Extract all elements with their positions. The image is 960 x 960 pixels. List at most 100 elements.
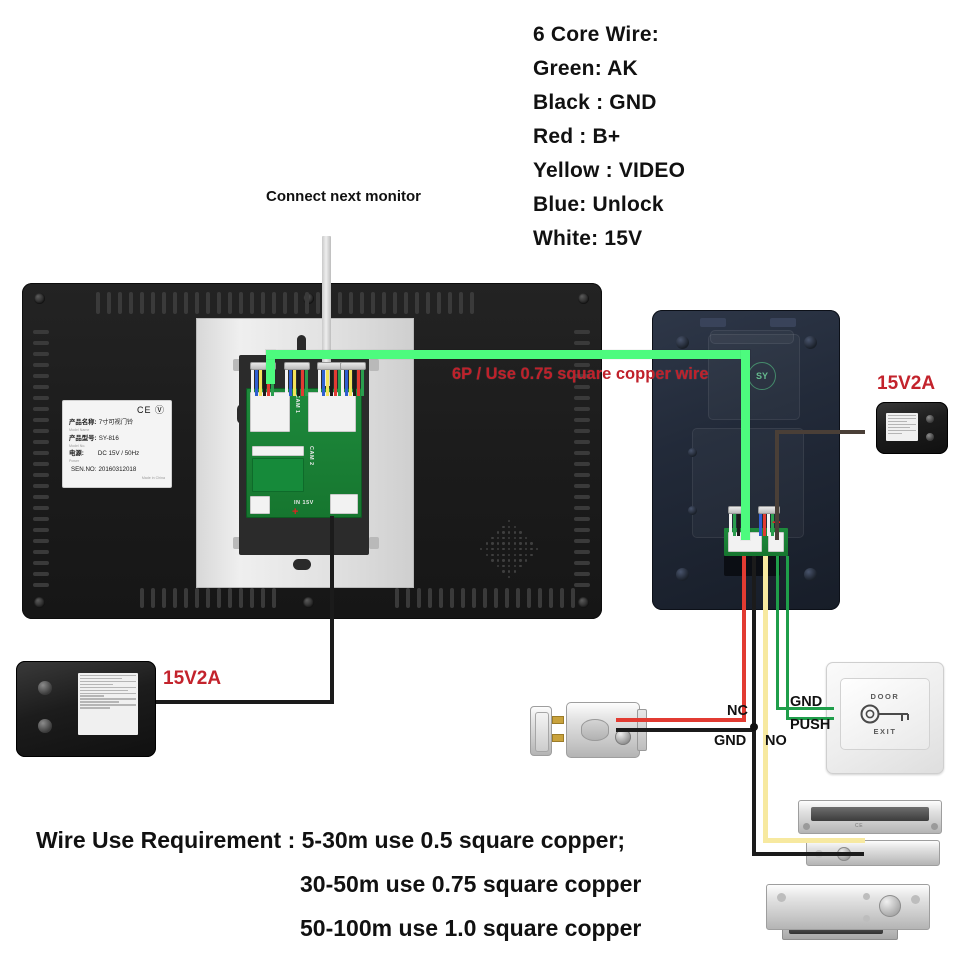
cam2-header[interactable] <box>252 446 304 456</box>
bracket-corner-tl <box>233 359 243 371</box>
monitor-screw-tl <box>34 293 45 304</box>
rim-lock-lead-red <box>640 718 652 722</box>
power-adapter-right <box>876 402 948 454</box>
legend-line-yellow: Yellow : VIDEO <box>533 159 686 182</box>
bracket-slot-bottom <box>293 559 311 570</box>
adapter-right-rating: 15V2A <box>877 373 936 394</box>
monitor-vents-left <box>33 330 51 587</box>
label-power-value: DC 15V / 50Hz <box>97 450 140 458</box>
label-model-value: SY-816 <box>98 434 119 442</box>
label-power-key: 电源: <box>69 450 84 458</box>
strike-lock-solenoid <box>879 895 901 917</box>
lock-wire-red-vertical <box>742 556 746 722</box>
bracket-corner-bl <box>233 537 243 549</box>
station-bundle-strands-2 <box>759 514 774 536</box>
dc-jack[interactable] <box>330 494 358 514</box>
monitor-vents-bottom-left <box>140 588 290 608</box>
exit-wire-green-1-horizontal <box>776 707 834 710</box>
monitor-screw-bc <box>303 597 314 608</box>
power-terminal-block[interactable] <box>250 496 270 514</box>
legend-line-blue: Blue: Unlock <box>533 193 664 216</box>
wire-junction-node <box>750 723 758 731</box>
legend-line-red: Red : B+ <box>533 125 621 148</box>
maglock-screw-right <box>931 823 938 830</box>
station-tab-left <box>700 318 726 327</box>
rim-lock-bolt <box>552 716 564 724</box>
requirement-line-3: 50-100m use 1.0 square copper <box>300 915 642 941</box>
lock-wire-yellow-vertical <box>763 556 768 842</box>
strike-lock-hole-4 <box>911 895 920 904</box>
label-row-name: 产品名称:7寸可视门铃 <box>69 419 165 427</box>
cam2-silkscreen: CAM 2 <box>308 446 314 466</box>
legend-line-green: Green: AK <box>533 57 638 80</box>
exit-button-bottom-label: EXIT <box>873 727 897 736</box>
strike-plate-inner <box>535 712 549 752</box>
rim-lock-strike-plate <box>530 706 552 756</box>
rim-lock-cylinder <box>615 729 631 745</box>
legend-line-white: White: 15V <box>533 227 643 250</box>
monitor-speaker-grille <box>480 520 544 582</box>
terminal-label-nc: NC <box>727 703 748 719</box>
bracket-corner-br <box>369 537 379 549</box>
bundle-strands-4 <box>341 370 364 396</box>
station-screw-bl <box>676 568 689 581</box>
maglock-branding: CE <box>855 823 864 829</box>
station-upper-compartment <box>708 334 800 420</box>
exit-button-top-label: DOOR <box>870 692 900 701</box>
door-exit-button[interactable]: DOOR EXIT <box>826 662 944 774</box>
station-screw-tl <box>676 336 689 349</box>
strike-lock-hole-1 <box>777 893 786 902</box>
cable-spec-note: 6P / Use 0.75 square copper wire <box>452 365 709 383</box>
magnetic-lock-body: CE <box>798 800 942 834</box>
bundle-cap-2 <box>284 362 310 370</box>
wire-use-requirements: Wire Use Requirement : 5-30m use 0.5 squ… <box>36 818 641 950</box>
monitor-screw-bl <box>34 597 45 608</box>
requirement-line-2: 30-50m use 0.75 square copper <box>300 871 642 897</box>
label-made-in: Made in China <box>141 476 165 481</box>
legend-title: 6 Core Wire: <box>533 23 659 46</box>
cable-6p-horizontal-run <box>266 350 750 359</box>
label-row-model: 产品型号:SY-816 <box>69 435 165 443</box>
station-screw-tr <box>804 336 817 349</box>
rim-lock-bolt-2 <box>552 734 564 742</box>
monitor-power-lead-vertical <box>330 516 334 704</box>
label-row-sen: SEN.NO:20160312018 <box>69 466 165 474</box>
station-brand-logo: SY <box>748 362 776 390</box>
bundle-cap-4 <box>340 362 366 370</box>
polarity-plus-icon: + <box>292 506 299 518</box>
cam2-region <box>252 458 304 492</box>
label-name-value: 7寸可视门铃 <box>98 419 134 427</box>
label-model-key: 产品型号: <box>69 434 97 442</box>
station-boss-2 <box>688 506 697 515</box>
adapter-left-label <box>78 673 138 735</box>
lock-wire-red-horizontal <box>616 718 746 722</box>
adapter-left-rating: 15V2A <box>163 668 222 689</box>
adapter-right-pin-bottom <box>926 433 934 441</box>
adapter-right-pin-top <box>926 415 934 423</box>
requirement-line-1: Wire Use Requirement : 5-30m use 0.5 squ… <box>36 827 626 853</box>
cam1-connector-left[interactable] <box>250 392 290 432</box>
exit-wire-green-2-vertical <box>786 556 789 720</box>
cam1-silkscreen: CAM 1 <box>294 394 300 414</box>
monitor-screw-br <box>578 597 589 608</box>
bracket-slot-top <box>297 335 306 357</box>
station-boss-1 <box>688 448 697 457</box>
strike-lock-hole-2 <box>863 893 870 900</box>
monitor-power-lead-horizontal <box>156 700 334 704</box>
wire-core-legend: 6 Core Wire: Green: AK Black : GND Red :… <box>533 18 685 256</box>
adapter-left-pin-top <box>38 681 52 695</box>
label-power-sub: Power <box>69 459 80 464</box>
maglock-screw-left <box>803 823 810 830</box>
exit-wire-green-2-horizontal <box>786 717 834 720</box>
certification-marks: CE Ⓥ <box>136 405 165 415</box>
key-icon <box>860 704 909 724</box>
legend-line-black: Black : GND <box>533 91 657 114</box>
cable-6p-monitor-stub <box>266 350 275 384</box>
power-adapter-left <box>16 661 156 757</box>
label-sen-value: 20160312018 <box>98 465 137 473</box>
label-name-key: 产品名称: <box>69 419 97 427</box>
monitor-screw-tr <box>578 293 589 304</box>
cam1-connector-right[interactable] <box>308 392 356 432</box>
exit-button-face[interactable]: DOOR EXIT <box>840 678 930 750</box>
